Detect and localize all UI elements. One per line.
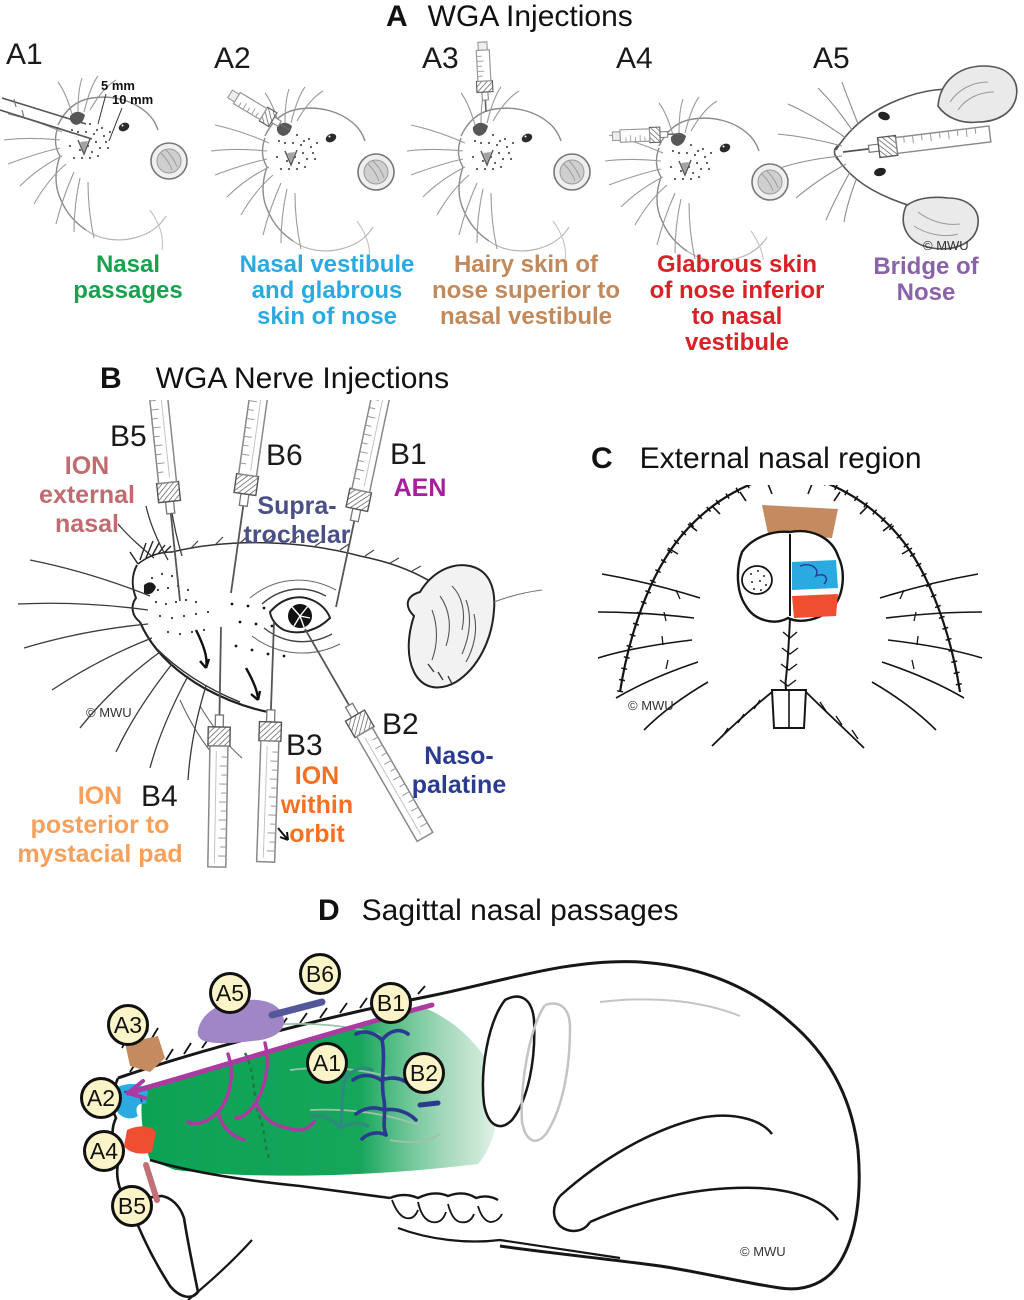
nerve-label-nasopalatine: Naso- palatine	[411, 742, 507, 799]
panel-a-illustration	[0, 40, 1018, 260]
whiskers	[597, 573, 983, 731]
rat-nose-front-view	[597, 485, 983, 749]
label-b6: B6	[266, 439, 303, 472]
panel-b-illustration	[17, 400, 543, 869]
eye	[249, 579, 341, 654]
label-a1: A1	[6, 38, 43, 71]
badge-b5: B5	[111, 1185, 153, 1227]
panel-d-illustration	[111, 960, 861, 1300]
nerve-label-supratrochlear: Supra- trochelar	[243, 492, 351, 549]
badge-a1: A1	[306, 1042, 348, 1084]
panel-b-letter: B	[100, 362, 122, 395]
nerve-label-aen: AEN	[393, 474, 447, 502]
a2-drawing	[209, 85, 396, 260]
badge-a3: A3	[107, 1004, 149, 1046]
depth-label-10mm: 10 mm	[112, 92, 154, 107]
a5-drawing	[777, 65, 1018, 250]
nerve-label-ion-external-nasal: ION external nasal	[39, 452, 135, 538]
ear	[406, 564, 496, 689]
label-a3: A3	[422, 42, 459, 75]
badge-a5: A5	[209, 972, 251, 1014]
label-b5: B5	[110, 420, 147, 453]
label-b4: B4	[141, 780, 178, 813]
hairy-skin-patch	[762, 505, 838, 538]
caption-a3: Hairy skin of nose superior to nasal ves…	[431, 251, 621, 330]
panel-b-title-text: WGA Nerve Injections	[155, 362, 450, 395]
badge-a2: A2	[80, 1077, 122, 1119]
panel-d-title: D Sagittal nasal passages	[318, 894, 679, 928]
panel-a-title: A WGA Injections	[386, 0, 633, 34]
panel-b-title: B WGA Nerve Injections	[100, 362, 449, 396]
badge-b1: B1	[370, 982, 412, 1024]
incisors	[770, 689, 808, 729]
panel-c-title-text: External nasal region	[639, 442, 922, 475]
badge-b6: B6	[299, 953, 341, 995]
label-b3: B3	[286, 729, 323, 762]
copyright-mwu-a: © MWU	[923, 238, 969, 253]
nose	[736, 529, 844, 623]
panel-d-title-text: Sagittal nasal passages	[361, 894, 679, 927]
whiskers	[17, 497, 207, 781]
panel-c-illustration	[597, 485, 983, 749]
nerve-label-ion-within-orbit: ION within orbit	[280, 762, 354, 848]
caption-a2: Nasal vestibule and glabrous skin of nos…	[239, 251, 415, 330]
panel-a-letter: A	[386, 0, 408, 33]
b2-nasopalatine-nerve	[351, 1028, 441, 1141]
a1-drawing	[0, 74, 189, 252]
b5-mark	[143, 1162, 160, 1203]
glabrous-patch	[792, 594, 838, 618]
panel-c-letter: C	[591, 442, 613, 475]
label-a5: A5	[813, 42, 850, 75]
nasal-passages-region	[141, 1008, 499, 1176]
label-b2: B2	[382, 708, 419, 741]
label-a2: A2	[214, 42, 251, 75]
b6-mark	[268, 998, 326, 1019]
badge-a4: A4	[83, 1130, 125, 1172]
label-b1: B1	[390, 438, 427, 471]
copyright-mwu-c: © MWU	[628, 698, 674, 713]
a4-mark	[124, 1126, 156, 1154]
caption-a5: Bridge of Nose	[873, 253, 979, 306]
a3-mark	[125, 1036, 165, 1072]
copyright-mwu-d: © MWU	[740, 1244, 786, 1259]
a4-drawing	[603, 95, 790, 260]
copyright-mwu-b: © MWU	[86, 705, 132, 720]
panel-a-title-text: WGA Injections	[427, 0, 633, 33]
rat-face-side-view	[17, 497, 543, 841]
label-a4: A4	[616, 42, 653, 75]
a2-mark	[113, 1084, 148, 1119]
caption-a4: Glabrous skin of nose inferior to nasal …	[649, 251, 825, 356]
panel-d-letter: D	[318, 894, 340, 927]
panel-c-title: C External nasal region	[591, 442, 922, 476]
badge-b2: B2	[403, 1052, 445, 1094]
vestibule-patch	[792, 560, 838, 590]
caption-a1: Nasal passages	[73, 251, 183, 304]
nerve-label-ion-posterior: ION posterior to mystacial pad	[17, 782, 183, 868]
depth-label-5mm: 5 mm	[101, 78, 135, 93]
